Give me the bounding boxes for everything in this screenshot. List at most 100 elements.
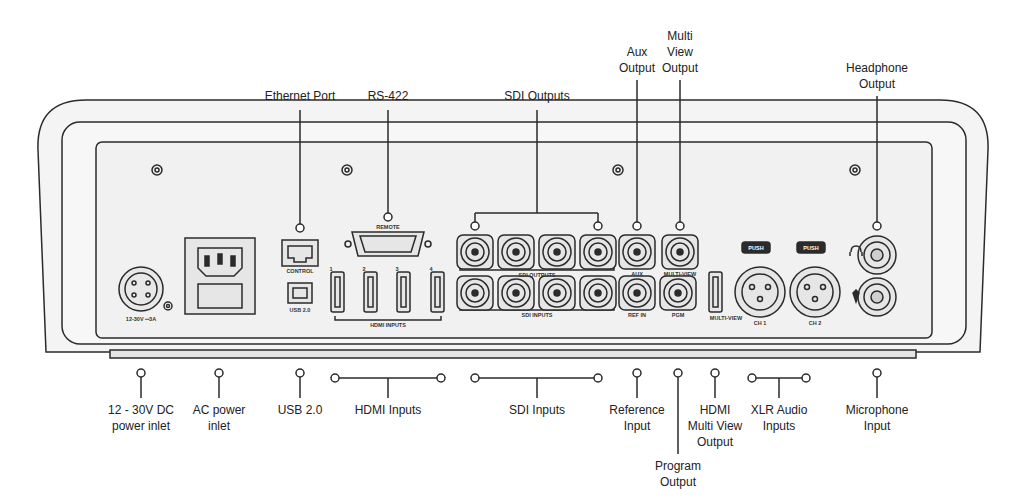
drawing-rect [218, 254, 222, 264]
panel-marking: PUSH [748, 245, 763, 251]
drawing-circle [797, 274, 833, 310]
drawing-path [352, 232, 424, 256]
drawing-circle [613, 165, 623, 175]
drawing-path [293, 288, 307, 298]
drawing-rect [288, 283, 312, 303]
drawing-circle [864, 284, 890, 310]
drawing-circle [125, 273, 157, 305]
panel-marking: 4 [429, 266, 432, 272]
drawing-circle [628, 284, 646, 302]
drawing-rect [662, 235, 698, 269]
drawing-circle [750, 285, 755, 290]
drawing-path [368, 277, 373, 307]
drawing-circle [155, 168, 159, 172]
drawing-circle [437, 374, 445, 382]
drawing-rect [185, 238, 255, 314]
drawing-circle [666, 238, 694, 266]
drawing-rect [539, 276, 575, 310]
drawing-circle [805, 285, 810, 290]
drawing-circle [543, 238, 571, 266]
drawing-path [713, 277, 718, 307]
panel-marking: REMOTE [376, 224, 400, 230]
drawing-circle [873, 222, 881, 230]
drawing-path [218, 377, 220, 398]
drawing-rect [580, 235, 616, 269]
drawing-circle [676, 222, 684, 230]
drawing-circle [164, 302, 172, 310]
drawing-circle [584, 279, 612, 307]
panel-marking: 2 [362, 266, 365, 272]
drawing-circle [461, 238, 489, 266]
drawing-path [636, 80, 638, 222]
drawing-circle [384, 213, 392, 221]
drawing-circle [633, 222, 641, 230]
drawing-rect [282, 240, 318, 266]
drawing-circle [472, 290, 478, 296]
drawing-circle [167, 305, 170, 308]
drawing-path [38, 100, 988, 352]
drawing-path [435, 277, 440, 307]
panel-marking: REF IN [628, 312, 646, 318]
drawing-path [335, 316, 441, 320]
drawing-circle [146, 281, 150, 285]
drawing-path [479, 378, 594, 398]
drawing-circle [461, 279, 489, 307]
drawing-circle [853, 168, 857, 172]
callout-label: XLR Audio Inputs [747, 402, 811, 434]
panel-marking: SDI OUTPUTS [519, 272, 556, 278]
drawing-rect [580, 276, 616, 310]
callout-label: Ethernet Port [265, 88, 336, 104]
drawing-circle [502, 279, 530, 307]
drawing-circle [671, 243, 689, 261]
drawing-path [853, 290, 859, 302]
panel-marking: 1 [329, 266, 332, 272]
drawing-circle [873, 369, 881, 377]
drawing-circle [425, 241, 431, 247]
drawing-circle [633, 369, 641, 377]
drawing-circle [595, 249, 601, 255]
callout-label: Headphone Output [842, 60, 912, 92]
callout-label: SDI Inputs [509, 402, 565, 418]
drawing-circle [152, 165, 162, 175]
panel-marking: HDMI INPUTS [370, 322, 406, 328]
drawing-path [387, 110, 389, 213]
drawing-circle [871, 291, 883, 303]
drawing-circle [132, 293, 136, 297]
drawing-path [636, 377, 638, 398]
callout-label: Reference Input [607, 402, 667, 434]
drawing-circle [758, 297, 763, 302]
drawing-circle [669, 284, 687, 302]
callout-label: HDMI Inputs [355, 402, 422, 418]
drawing-rect [198, 284, 242, 308]
panel-marking: CH 1 [754, 320, 767, 326]
drawing-circle [858, 236, 896, 274]
drawing-circle [507, 284, 525, 302]
drawing-circle [628, 243, 646, 261]
drawing-circle [543, 279, 571, 307]
callout-label: Microphone Input [843, 402, 911, 434]
drawing-rect [205, 256, 209, 266]
drawing-circle [813, 297, 818, 302]
panel-marking: CH 2 [809, 320, 822, 326]
drawing-circle [711, 369, 719, 377]
drawing-path [299, 377, 301, 398]
drawing-circle [554, 290, 560, 296]
drawing-path [299, 110, 301, 224]
panel-marking: SDI INPUTS [522, 312, 553, 318]
drawing-circle [146, 293, 150, 297]
drawing-path [360, 236, 416, 252]
drawing-circle [802, 374, 810, 382]
drawing-circle [634, 249, 640, 255]
drawing-rect [797, 242, 825, 253]
drawing-circle [790, 267, 840, 317]
drawing-rect [539, 235, 575, 269]
drawing-circle [466, 243, 484, 261]
drawing-path [850, 246, 862, 256]
drawing-circle [548, 284, 566, 302]
drawing-path [677, 377, 679, 454]
drawing-circle [342, 165, 352, 175]
drawing-g [137, 213, 881, 382]
drawing-circle [871, 249, 883, 261]
panel-marking: MULTI-VIEW [664, 271, 696, 277]
